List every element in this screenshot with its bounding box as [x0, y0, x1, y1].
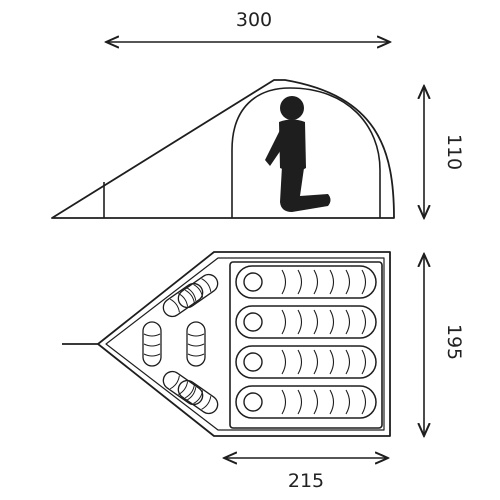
sleeping-bag-icon	[235, 305, 377, 339]
sleeping-bags	[235, 265, 377, 419]
tent-side-view	[51, 79, 395, 219]
top-width-label: 300	[236, 9, 272, 31]
gear-bag-icon	[142, 321, 162, 367]
floor-width-label: 195	[443, 324, 465, 360]
floor-length-dimension: 215	[224, 458, 388, 492]
floor-plan-outline	[97, 251, 391, 437]
gear-bag-icon	[162, 370, 204, 406]
floor-width-dimension: 195	[424, 254, 465, 436]
top-width-dimension: 300	[106, 9, 390, 42]
tent-floor-plan	[62, 251, 391, 437]
inner-tent-floor	[229, 261, 383, 429]
sleeping-bag-icon	[235, 265, 377, 299]
floor-length-label: 215	[288, 470, 324, 492]
inner-tent-arc	[231, 87, 381, 218]
gear-bag-icon	[186, 321, 206, 367]
gear-bag-icon	[177, 273, 219, 309]
floor-plan-fly-edge	[105, 257, 385, 431]
person-silhouette-icon	[265, 96, 331, 212]
side-height-label: 110	[443, 134, 465, 170]
gear-bag-icon	[162, 282, 204, 318]
sleeping-bag-icon	[235, 345, 377, 379]
tent-side-outline	[51, 79, 395, 219]
sleeping-bag-icon	[235, 385, 377, 419]
side-height-dimension: 110	[424, 86, 465, 218]
gear-bags	[142, 273, 219, 415]
